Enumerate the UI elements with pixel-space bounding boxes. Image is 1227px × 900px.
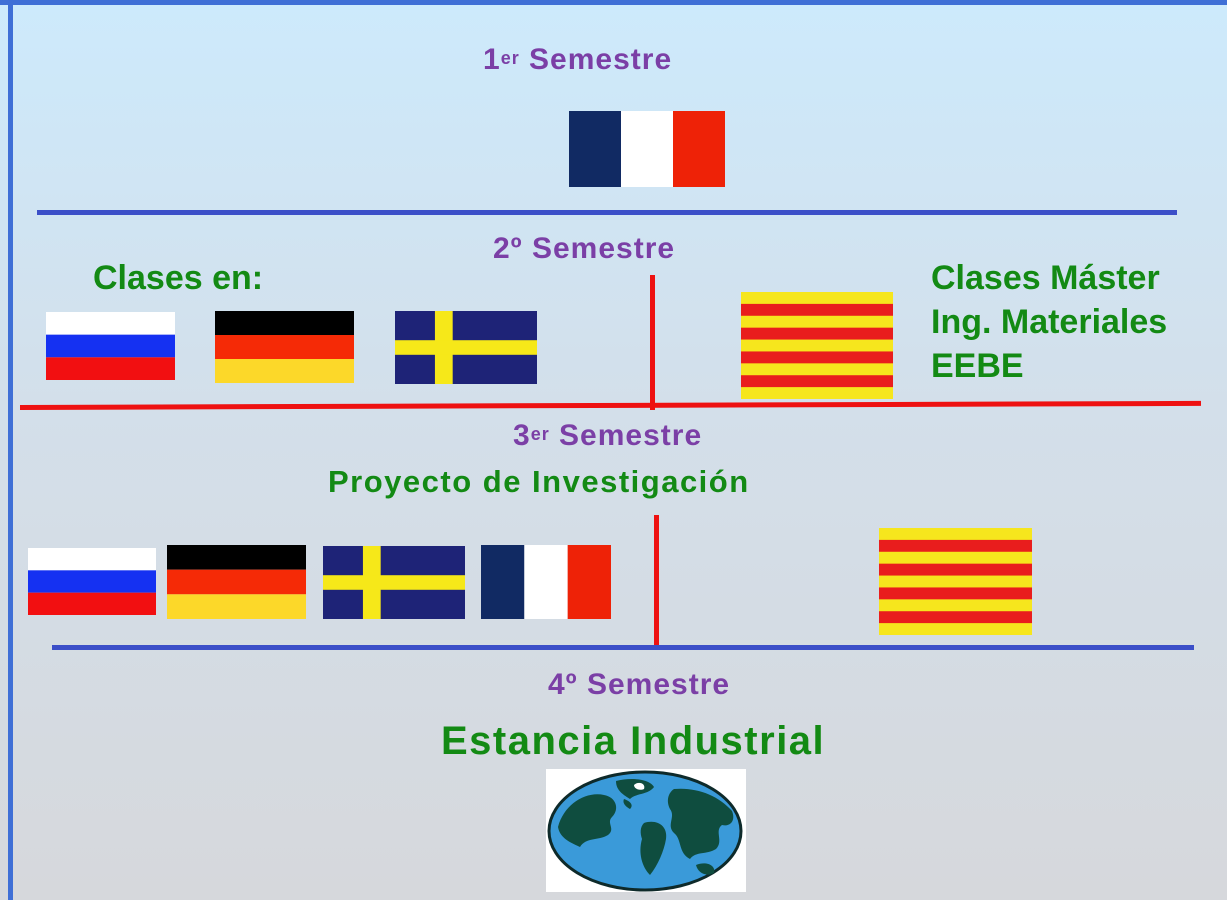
catalonia-flag-icon bbox=[741, 292, 893, 399]
germany-flag-icon bbox=[215, 311, 354, 383]
semester-3-number: 3 bbox=[513, 419, 531, 452]
sweden-flag-icon bbox=[395, 311, 537, 384]
semester-1-number: 1 bbox=[483, 43, 501, 76]
frame-left-border bbox=[8, 0, 13, 900]
divider-red-vertical-1 bbox=[650, 275, 655, 410]
divider-blue-1 bbox=[37, 210, 1177, 215]
russia-flag-icon bbox=[28, 548, 156, 615]
semester-1-heading: 1er Semestre bbox=[483, 43, 672, 77]
divider-red-vertical-2 bbox=[654, 515, 659, 650]
semester-1-suffix: er bbox=[500, 48, 520, 68]
semester-2-heading: 2º Semestre bbox=[493, 232, 676, 265]
france-flag-icon bbox=[569, 111, 725, 187]
semester-1-label: Semestre bbox=[529, 43, 673, 76]
frame-top-border bbox=[0, 0, 1227, 5]
globe-icon bbox=[546, 769, 746, 892]
master-line-1: Clases Máster bbox=[931, 259, 1160, 297]
russia-flag-icon bbox=[46, 312, 175, 380]
semester-4-heading: 4º Semestre bbox=[548, 668, 731, 701]
catalonia-flag-icon bbox=[879, 528, 1032, 635]
classes-label: Clases en: bbox=[93, 259, 264, 297]
france-flag-icon bbox=[481, 545, 611, 619]
master-line-2: Ing. Materiales bbox=[931, 303, 1168, 341]
semester-3-label: Semestre bbox=[559, 419, 703, 452]
master-line-3: EEBE bbox=[931, 347, 1024, 385]
sweden-flag-icon bbox=[323, 546, 465, 619]
research-project-title: Proyecto de Investigación bbox=[328, 464, 750, 499]
semester-3-heading: 3er Semestre bbox=[513, 419, 702, 453]
divider-blue-2 bbox=[52, 645, 1194, 650]
industrial-stay-title: Estancia Industrial bbox=[441, 719, 826, 763]
semester-3-suffix: er bbox=[530, 424, 550, 444]
germany-flag-icon bbox=[167, 545, 306, 619]
divider-red-horizontal bbox=[19, 400, 1202, 410]
master-classes-text: Clases Máster Ing. Materiales EEBE bbox=[931, 256, 1167, 388]
